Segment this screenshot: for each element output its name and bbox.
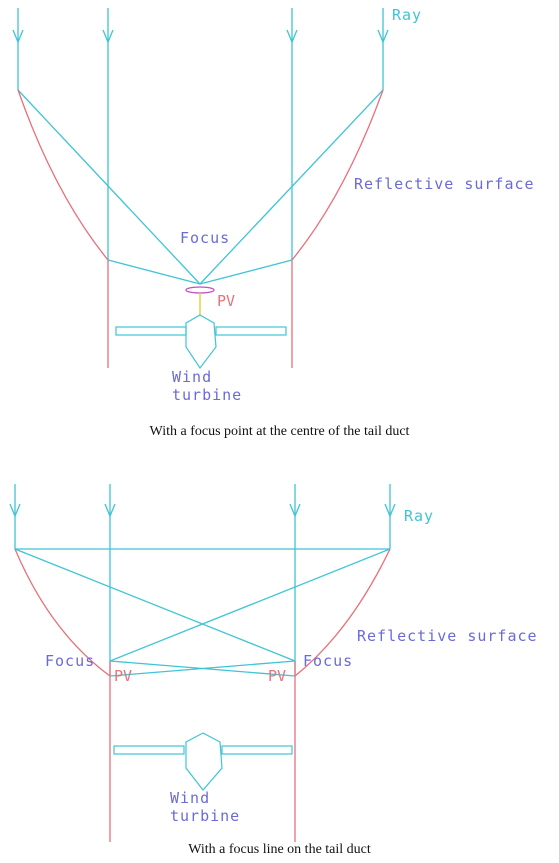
- incoming-rays: [9, 484, 396, 676]
- diagram-focus-point-svg: Ray Reflective surface Focus PV Wind tur…: [12, 6, 535, 404]
- pv-panel: [185, 286, 215, 294]
- wind-turbine: [113, 732, 293, 791]
- diagram-focus-line: Ray Reflective surface Focus Focus PV PV…: [0, 432, 559, 863]
- arrow-down-icon: [104, 503, 116, 518]
- incoming-rays: [12, 8, 389, 260]
- turbine-hub: [185, 314, 217, 370]
- focus-right-label: Focus: [303, 652, 353, 670]
- turbine-blade-right: [221, 745, 293, 755]
- diagram-focus-line-svg: Ray Reflective surface Focus Focus PV PV…: [9, 484, 538, 842]
- reflected-ray: [199, 89, 384, 285]
- reflective-surface-left: [14, 548, 111, 677]
- ray-label: Ray: [404, 507, 434, 525]
- reflective-surface-label: Reflective surface: [354, 175, 535, 193]
- arrow-down-icon: [286, 29, 298, 44]
- turbine-label-line1: Wind: [170, 789, 210, 807]
- focus-label: Focus: [180, 229, 230, 247]
- diagram-focus-point: Ray Reflective surface Focus PV Wind tur…: [12, 6, 535, 439]
- reflected-ray: [107, 259, 201, 285]
- arrow-down-icon: [9, 503, 21, 518]
- reflected-rays: [14, 548, 391, 677]
- turbine-blade-left: [113, 745, 185, 755]
- arrow-down-icon: [289, 503, 301, 518]
- turbine-label-line2: turbine: [172, 386, 242, 404]
- reflected-ray: [199, 259, 293, 285]
- caption-focus-line: With a focus line on the tail duct: [188, 842, 371, 857]
- reflective-surface-label: Reflective surface: [357, 627, 538, 645]
- reflected-ray: [109, 660, 296, 677]
- reflective-surface-right: [294, 548, 391, 677]
- wind-turbine: [115, 314, 287, 370]
- reflective-surface-right: [291, 89, 384, 261]
- arrow-down-icon: [384, 503, 396, 518]
- reflected-ray: [14, 548, 296, 662]
- arrow-down-icon: [377, 29, 389, 44]
- reflected-rays: [17, 89, 384, 285]
- pv-label: PV: [217, 292, 235, 310]
- arrow-down-icon: [12, 29, 24, 44]
- turbine-blade-left: [115, 326, 187, 336]
- reflected-ray: [17, 89, 201, 285]
- turbine-label-line1: Wind: [172, 368, 212, 386]
- focus-left-label: Focus: [45, 652, 95, 670]
- turbine-label-line2: turbine: [170, 807, 240, 825]
- ray-label: Ray: [392, 6, 422, 24]
- pv-right-label: PV: [268, 667, 286, 685]
- pv-left-label: PV: [114, 667, 132, 685]
- caption-focus-point: With a focus point at the centre of the …: [149, 424, 410, 439]
- turbine-blade-right: [215, 326, 287, 336]
- reflected-ray: [109, 548, 391, 662]
- reflective-surface-left: [17, 89, 109, 261]
- arrow-down-icon: [102, 29, 114, 44]
- turbine-hub: [185, 732, 223, 791]
